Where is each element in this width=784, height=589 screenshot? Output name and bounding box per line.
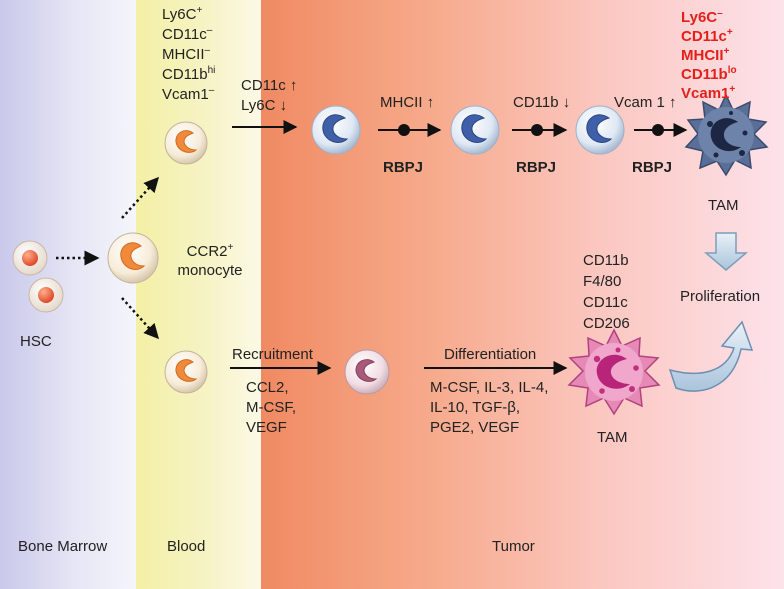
region-label-blood: Blood bbox=[167, 538, 206, 555]
tam-marker: Vcam1+ bbox=[681, 84, 736, 103]
monocyte-cell bbox=[107, 232, 159, 284]
tam-label-upper: TAM bbox=[708, 197, 739, 214]
recruitment-factor: M-CSF, bbox=[246, 399, 296, 416]
differentiation-factors: M-CSF, IL-3, IL-4, IL-10, TGF-β, PGE2, V… bbox=[430, 378, 548, 438]
recruitment-label: Recruitment bbox=[232, 346, 313, 363]
monocyte-label-type: monocyte bbox=[177, 262, 243, 279]
rbpj-label: RBPJ bbox=[516, 159, 557, 176]
step1-label: CD11c ↑ Ly6C ↓ bbox=[241, 76, 297, 116]
dotted-arrow bbox=[121, 297, 160, 340]
hsc-cell bbox=[12, 240, 48, 276]
blood-marker: CD11bhi bbox=[162, 65, 216, 84]
recruitment-factor: CCL2, bbox=[246, 379, 289, 396]
bone-marrow-region bbox=[0, 0, 136, 589]
proliferation-curved-arrow bbox=[668, 320, 754, 392]
blood-marker-list: Ly6C+ CD11c– MHCII– CD11bhi Vcam1– bbox=[162, 5, 215, 105]
tam-marker: CD11b bbox=[583, 252, 629, 269]
rbpj-arrow bbox=[512, 123, 568, 137]
tam-marker: CD11c bbox=[583, 294, 628, 311]
tam-marker: F4/80 bbox=[583, 273, 622, 290]
differentiation-factor: PGE2, VEGF bbox=[430, 419, 520, 436]
blood-marker: MHCII– bbox=[162, 45, 211, 64]
tam-marker-list-lower: CD11b F4/80 CD11c CD206 bbox=[583, 250, 630, 334]
differentiation-factor: M-CSF, IL-3, IL-4, bbox=[430, 379, 549, 396]
differentiation-factor: IL-10, TGF-β, bbox=[430, 399, 521, 416]
dotted-arrow bbox=[121, 176, 160, 219]
tam-marker-list-upper: Ly6C– CD11c+ MHCII+ CD11blo Vcam1+ bbox=[681, 8, 737, 103]
differentiation-label: Differentiation bbox=[444, 346, 537, 363]
step3-label: CD11b ↓ bbox=[513, 94, 571, 111]
tam-marker: MHCII+ bbox=[681, 46, 730, 65]
step2-label: MHCII ↑ bbox=[380, 94, 435, 111]
recruitment-factor: VEGF bbox=[246, 419, 287, 436]
tam-marker: CD11blo bbox=[681, 65, 737, 84]
blood-marker: Vcam1– bbox=[162, 85, 215, 104]
blood-monocyte-cell bbox=[164, 350, 208, 394]
blood-marker: CD11c– bbox=[162, 25, 213, 44]
rbpj-label: RBPJ bbox=[383, 159, 424, 176]
step4-label: Vcam 1 ↑ bbox=[614, 94, 677, 111]
monocyte-label-sup: + bbox=[227, 242, 234, 253]
step1-ly6c: Ly6C ↓ bbox=[241, 97, 288, 114]
blood-monocyte-cell bbox=[164, 121, 208, 165]
tam-marker: Ly6C– bbox=[681, 8, 723, 27]
hsc-label: HSC bbox=[20, 333, 52, 350]
recruitment-factors: CCL2, M-CSF, VEGF bbox=[246, 378, 296, 438]
region-label-bone-marrow: Bone Marrow bbox=[18, 538, 108, 555]
macrophage-cell bbox=[311, 105, 361, 155]
tam-marker: CD11c+ bbox=[681, 27, 733, 46]
macrophage-cell bbox=[575, 105, 625, 155]
tam-cell-lower bbox=[567, 328, 661, 416]
rbpj-arrow bbox=[378, 123, 442, 137]
tam-label-lower: TAM bbox=[597, 429, 628, 446]
blood-region bbox=[136, 0, 261, 589]
tam-marker: CD206 bbox=[583, 315, 630, 332]
rbpj-label: RBPJ bbox=[632, 159, 673, 176]
tumor-region bbox=[261, 0, 784, 589]
proliferation-label: Proliferation bbox=[680, 288, 761, 305]
rbpj-arrow bbox=[634, 123, 688, 137]
hsc-cell bbox=[28, 277, 64, 313]
recruited-monocyte-cell bbox=[344, 349, 390, 395]
macrophage-cell bbox=[450, 105, 500, 155]
blood-marker: Ly6C+ bbox=[162, 5, 203, 24]
tam-cell-upper bbox=[684, 93, 769, 177]
step1-cd11c: CD11c ↑ bbox=[241, 77, 298, 94]
monocyte-label-name: CCR2 bbox=[186, 243, 228, 260]
down-arrow-icon bbox=[703, 232, 749, 271]
region-label-tumor: Tumor bbox=[492, 538, 535, 555]
monocyte-label: CCR2+ monocyte bbox=[168, 242, 252, 280]
